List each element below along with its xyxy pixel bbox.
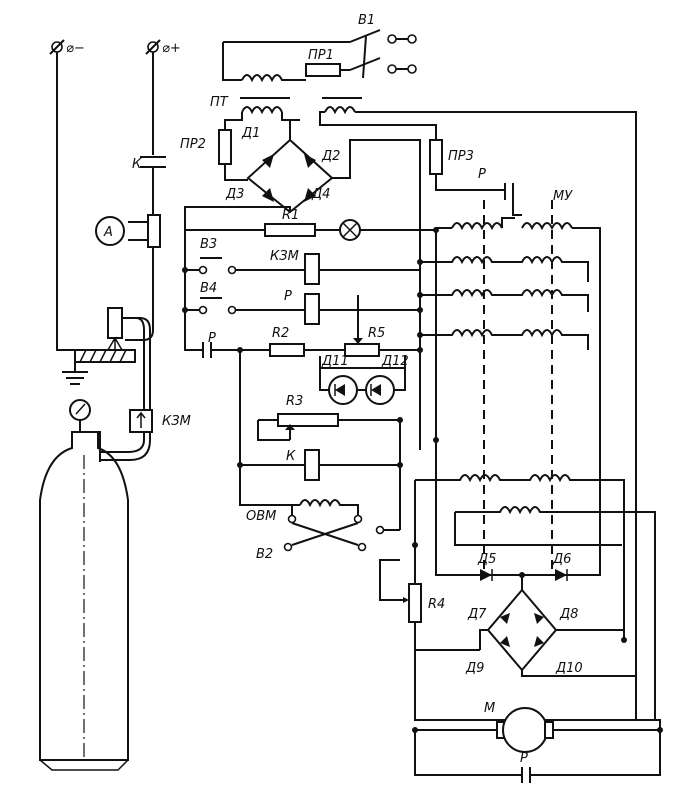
- diode-d3: [262, 188, 274, 202]
- work-piece: [74, 349, 136, 363]
- welding-supply-section: ⌀− ⌀+ К A КЗМ: [39, 39, 191, 771]
- fuse-pr2: [218, 129, 232, 165]
- magnetic-amplifier-section: ПР3 Р МУ: [420, 139, 601, 576]
- diode-d6: [555, 569, 567, 581]
- d12-label: Д12: [381, 354, 409, 369]
- resistor-r3: [277, 413, 339, 427]
- d11-label: Д11: [321, 354, 349, 369]
- r3-label: R3: [286, 394, 303, 409]
- b1-terminal-4: [407, 64, 417, 74]
- d9-label: Д9: [465, 661, 484, 676]
- d7-label: Д7: [467, 607, 487, 622]
- d10-label: Д10: [555, 661, 583, 676]
- p-contact-top-label: Р: [478, 167, 486, 182]
- plus-label: ⌀+: [162, 41, 181, 56]
- resistor-r5: [344, 343, 380, 357]
- b1-terminal-1: [387, 34, 397, 44]
- b1-label: В1: [358, 13, 375, 28]
- diode-d1: [262, 154, 274, 168]
- ammeter: [95, 216, 125, 246]
- b4-label: В4: [200, 281, 217, 296]
- mu-output-windings: [415, 474, 625, 640]
- bridge-d1-d4: ПР2 Д1 Д2 Д3 Д4: [180, 120, 421, 450]
- resistor-r2: [269, 343, 305, 357]
- kzm-valve-label: КЗМ: [162, 414, 191, 429]
- kzm-coil-label: КЗМ: [270, 249, 299, 264]
- d4-label: Д4: [311, 187, 330, 202]
- diode-d8: [534, 613, 544, 624]
- r5-label: R5: [368, 326, 385, 341]
- mu-winding-2: [521, 222, 573, 231]
- k-contact-label: К: [132, 157, 142, 172]
- b2-label: В2: [256, 547, 273, 562]
- p-coil-label: Р: [284, 289, 292, 304]
- pr2-label: ПР2: [180, 137, 206, 152]
- d1-label: Д1: [241, 126, 260, 141]
- p-relay-coil: [304, 293, 320, 325]
- p-contact-left-label: Р: [208, 331, 216, 346]
- shunt: [147, 214, 161, 248]
- d2-label: Д2: [321, 149, 340, 164]
- pt-secondary-coil-1: [241, 106, 283, 115]
- b3-label: В3: [200, 237, 217, 252]
- r2-label: R2: [272, 326, 289, 341]
- pr3-label: ПР3: [448, 149, 474, 164]
- diode-d4: [304, 188, 316, 202]
- b2-cross-2: [291, 522, 359, 546]
- diode-d7: [500, 613, 510, 624]
- ovm-section: ОВМ В2: [239, 465, 400, 562]
- pt-label: ПТ: [210, 95, 229, 110]
- control-circuit: R1 В3 КЗМ В4 Р Р R2 R5: [185, 208, 436, 530]
- diode-d9: [500, 636, 510, 647]
- pr1-label: ПР1: [308, 48, 334, 63]
- kzm-coil: [304, 253, 320, 285]
- d3-label: Д3: [225, 187, 244, 202]
- d5-label: Д5: [477, 552, 496, 567]
- diode-d2: [304, 154, 316, 168]
- r4-label: R4: [428, 597, 445, 612]
- k-coil-label: К: [286, 449, 296, 464]
- d8-label: Д8: [559, 607, 578, 622]
- diode-d10: [534, 636, 544, 647]
- diode-d5: [480, 569, 492, 581]
- b1-terminal-2: [407, 34, 417, 44]
- fuse-pr1: [305, 63, 341, 77]
- d6-label: Д6: [552, 552, 571, 567]
- motor-m: [502, 707, 548, 753]
- mu-label: МУ: [553, 189, 573, 204]
- fuse-pr3: [429, 139, 443, 175]
- ovm-winding: [299, 499, 350, 508]
- k-relay-coil: [304, 449, 320, 481]
- resistor-r1: [264, 223, 316, 237]
- p-contact-bottom-label: Р: [520, 751, 528, 766]
- motor-label: М: [484, 701, 495, 716]
- b1-terminal-3: [387, 64, 397, 74]
- mu-winding-1: [451, 222, 503, 231]
- motor-drive-section: Д5 Д6 R4 Д7 Д8 Д9 Д10 М: [379, 474, 661, 783]
- welding-torch: [107, 307, 123, 339]
- ovm-label: ОВМ: [246, 509, 276, 524]
- ground-symbol: [62, 362, 88, 385]
- minus-label: ⌀−: [66, 41, 85, 56]
- ammeter-label: A: [103, 225, 113, 240]
- resistor-r4: [408, 583, 422, 623]
- junction-dots: [182, 227, 663, 733]
- r1-label: R1: [282, 208, 299, 223]
- pt-secondary-coil-2: [324, 106, 356, 115]
